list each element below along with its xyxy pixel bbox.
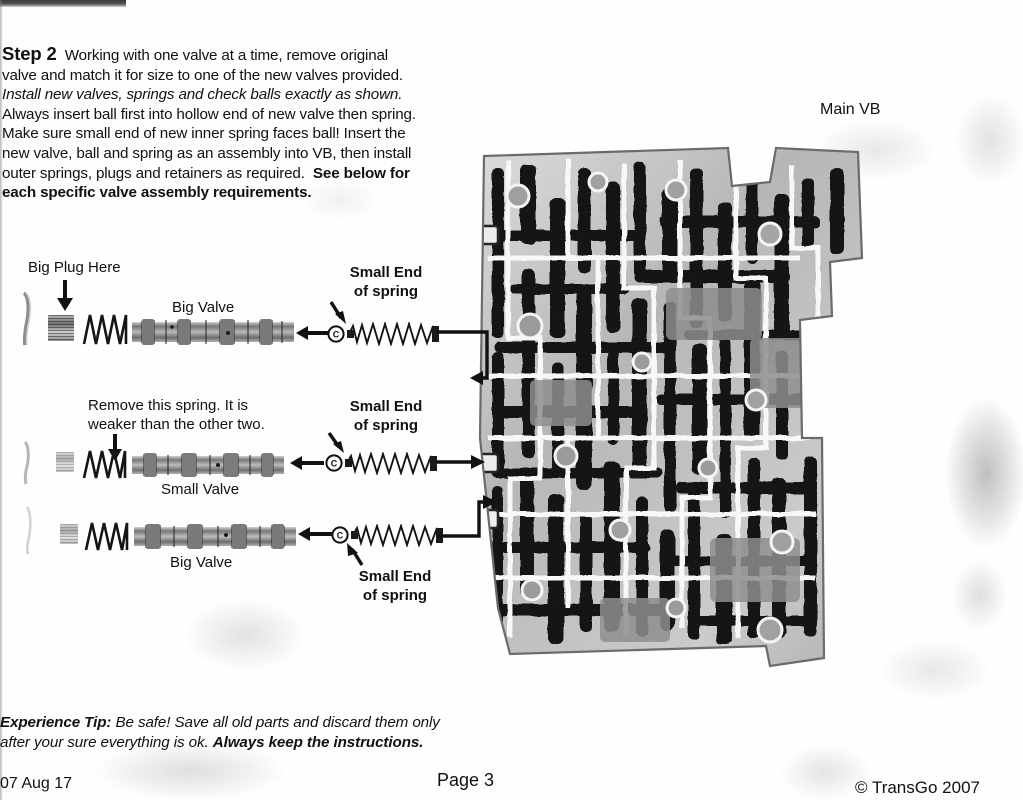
- assembly-2-to-vb-connector-arrow-icon: [437, 455, 485, 469]
- valve-plug: [48, 315, 74, 341]
- retainer-clip: [22, 291, 32, 346]
- scan-smudge: [946, 398, 1023, 548]
- step-heading: Step 2: [2, 43, 57, 64]
- small-end-line-1: Small End: [358, 568, 432, 585]
- step-line-7-a: outer springs, plugs and retainers as re…: [2, 164, 313, 182]
- check-ball-icon: C: [325, 454, 343, 472]
- small-end-pointer-arrow-icon: [347, 543, 364, 566]
- remove-spring-note: Remove this spring. It is weaker than th…: [88, 396, 265, 434]
- small-end-line-1: Small End: [349, 264, 423, 281]
- experience-tip-label: Experience Tip:: [0, 714, 112, 731]
- footer-copyright: © TransGo 2007: [855, 778, 980, 797]
- insert-direction-arrow-icon: [296, 326, 330, 340]
- big-plug-arrow-icon: [57, 280, 73, 311]
- scan-smudge: [185, 600, 305, 670]
- retainer-clip: [23, 440, 30, 485]
- valve-plug: [60, 524, 78, 544]
- big-valve-label: Big Valve: [172, 299, 235, 316]
- outer-spring: [84, 522, 129, 551]
- outer-spring: [82, 314, 128, 345]
- step-line-8: each specific valve assembly requirement…: [2, 184, 312, 202]
- big-valve-label-2: Big Valve: [170, 554, 233, 571]
- footer-page-number: Page 3: [437, 770, 495, 790]
- outer-spring-to-remove: [82, 450, 127, 479]
- valve-plug: [56, 452, 74, 472]
- step-line-1: Working with one valve at a time, remove…: [64, 47, 389, 64]
- small-end-line-2: of spring: [353, 282, 419, 300]
- remove-spring-note-line-2: weaker than the other two.: [88, 416, 265, 433]
- assembly-1-to-vb-connector-arrow-icon: [437, 330, 489, 385]
- step-line-7-emphasis: See below for: [312, 164, 410, 182]
- small-valve-label: Small Valve: [161, 481, 240, 498]
- scan-edge-artifact-top: [0, 0, 126, 7]
- big-plug-here-label: Big Plug Here: [28, 259, 121, 276]
- check-ball-letter: C: [337, 531, 344, 541]
- inner-spring: [347, 322, 439, 346]
- experience-tip: Experience Tip: Be safe! Save all old pa…: [0, 713, 520, 753]
- big-valve-spool: [132, 319, 294, 345]
- valve-body-photograph: [478, 146, 864, 668]
- scan-smudge: [955, 95, 1023, 185]
- small-end-line-2: of spring: [353, 416, 419, 434]
- scan-edge-artifact-left: [0, 0, 3, 800]
- small-end-of-spring-label-2: Small End of spring: [331, 398, 441, 435]
- check-ball-icon: C: [327, 325, 345, 343]
- check-ball-letter: C: [331, 459, 338, 469]
- step-line-4: Always insert ball first into hollow end…: [2, 105, 416, 123]
- inner-spring: [345, 452, 437, 475]
- step-line-2: valve and match it for size to one of th…: [2, 66, 403, 84]
- insert-direction-arrow-icon: [290, 456, 324, 470]
- small-end-pointer-arrow-icon: [327, 432, 344, 453]
- scan-smudge: [952, 560, 1007, 630]
- small-end-line-2: of spring: [362, 586, 428, 604]
- main-vb-label: Main VB: [820, 101, 881, 118]
- big-valve-spool: [134, 524, 296, 549]
- footer-date: 07 Aug 17: [0, 775, 73, 792]
- check-ball-icon: C: [331, 526, 349, 544]
- small-valve-spool: [132, 453, 284, 477]
- experience-tip-bold-end: Always keep the instructions.: [212, 734, 424, 751]
- step-line-3: Install new valves, springs and check ba…: [2, 86, 403, 104]
- step-2-instructions: Step 2 Working with one valve at a time,…: [2, 44, 472, 203]
- small-end-line-1: Small End: [349, 398, 423, 415]
- retainer-clip: [25, 506, 32, 555]
- experience-tip-line-2: after your sure everything is ok.: [0, 734, 213, 751]
- small-end-of-spring-label-3: Small End of spring: [340, 568, 450, 605]
- experience-tip-line-1: Be safe! Save all old parts and discard …: [111, 714, 440, 731]
- small-end-pointer-arrow-icon: [329, 301, 346, 324]
- step-line-6: new valve, ball and spring as an assembl…: [2, 144, 412, 162]
- remove-spring-note-line-1: Remove this spring. It is: [88, 397, 249, 414]
- step-line-5: Make sure small end of new inner spring …: [2, 125, 406, 143]
- insert-direction-arrow-icon: [298, 527, 332, 541]
- small-end-of-spring-label-1: Small End of spring: [331, 264, 441, 301]
- check-ball-letter: C: [333, 330, 340, 340]
- assembly-3-to-vb-connector-arrow-icon: [437, 495, 497, 538]
